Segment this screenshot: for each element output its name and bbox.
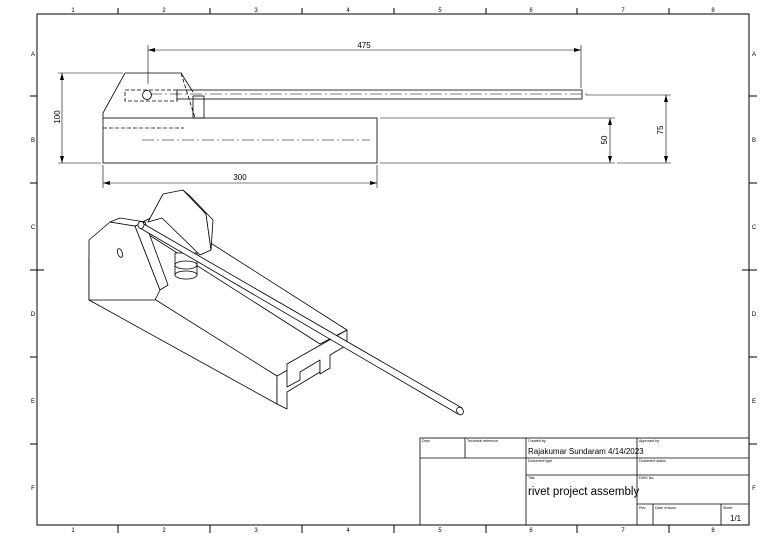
zone-ticks — [30, 8, 757, 533]
dimension-values: 475 100 300 50 75 — [53, 41, 665, 182]
created-by-value: Rajakumar Sundaram 4/14/2023 — [528, 447, 644, 456]
created-by-label: Created by — [528, 439, 546, 443]
zone-col-top-5: 5 — [438, 8, 442, 14]
title-block-text: Dept. Technical reference Created by Raj… — [422, 439, 742, 523]
zone-col-top-4: 4 — [346, 8, 350, 14]
zone-row-left-c: C — [31, 225, 36, 231]
sheet-label: Sheet — [723, 506, 732, 510]
dwg-no-label: DWG No. — [639, 476, 654, 480]
iso-clamp-bottom — [174, 270, 198, 280]
zone-col-bottom-2: 2 — [162, 528, 166, 534]
zone-col-bottom-5: 5 — [438, 528, 442, 534]
zone-col-bottom-4: 4 — [346, 528, 350, 534]
zone-col-bottom-1: 1 — [71, 528, 75, 534]
pivot-pin-hole — [142, 90, 152, 100]
isometric-view — [88, 189, 464, 416]
doc-type-label: Document type — [528, 459, 552, 463]
zone-row-right-a: A — [752, 52, 756, 58]
zone-row-right-c: C — [752, 225, 757, 231]
zone-col-top-2: 2 — [162, 8, 166, 14]
title-label: Title — [528, 476, 535, 480]
zone-col-top-1: 1 — [71, 8, 75, 14]
tech-ref-label: Technical reference — [467, 439, 498, 443]
zone-col-bottom-6: 6 — [529, 528, 533, 534]
zone-row-left-b: B — [31, 138, 35, 144]
zone-row-left-a: A — [31, 52, 35, 58]
zone-col-top-7: 7 — [621, 8, 625, 14]
iso-clamp-top — [174, 260, 198, 270]
date-issue-label: Date of issue — [655, 506, 676, 510]
zone-row-left-f: F — [31, 486, 35, 492]
dimension-arrows — [60, 48, 668, 185]
dimension-lines — [58, 45, 671, 188]
iso-right-bracket-side — [182, 189, 214, 251]
iso-pin-hole — [116, 248, 124, 258]
dim-overall-length: 475 — [357, 41, 371, 50]
zone-col-bottom-8: 8 — [711, 528, 715, 534]
dim-base-length: 300 — [233, 173, 247, 182]
zone-row-right-d: D — [752, 312, 757, 318]
doc-status-label: Document status — [639, 459, 666, 463]
rod — [176, 89, 583, 100]
center-lines — [142, 93, 590, 141]
zone-col-top-6: 6 — [529, 8, 533, 14]
zone-col-bottom-3: 3 — [254, 528, 258, 534]
clamp-block — [192, 95, 205, 119]
dim-total-height: 75 — [656, 125, 665, 134]
sheet-value: 1/1 — [730, 514, 742, 523]
zone-row-left-e: E — [31, 399, 35, 405]
zone-col-top-8: 8 — [711, 8, 715, 14]
base-block — [102, 117, 378, 164]
dept-label: Dept. — [422, 439, 431, 443]
rev-label: Rev. — [639, 506, 646, 510]
front-view — [102, 72, 590, 164]
approved-by-label: Approved by — [639, 439, 659, 443]
zone-col-top-3: 3 — [254, 8, 258, 14]
zone-labels: 1 2 3 4 5 6 7 8 1 2 3 4 5 6 7 8 A B C D … — [31, 8, 757, 534]
upright-bracket — [102, 72, 194, 118]
title-block — [419, 437, 750, 526]
iso-rod-start — [137, 221, 145, 229]
zone-row-right-e: E — [752, 399, 756, 405]
zone-col-bottom-7: 7 — [621, 528, 625, 534]
drawing-title: rivet project assembly — [528, 486, 639, 498]
zone-row-right-b: B — [752, 138, 756, 144]
dim-base-height: 50 — [600, 135, 609, 144]
iso-rod-end — [456, 406, 464, 416]
zone-row-right-f: F — [752, 486, 756, 492]
zone-row-left-d: D — [31, 312, 36, 318]
iso-channel-end — [286, 329, 348, 388]
dim-height-left: 100 — [53, 110, 62, 124]
